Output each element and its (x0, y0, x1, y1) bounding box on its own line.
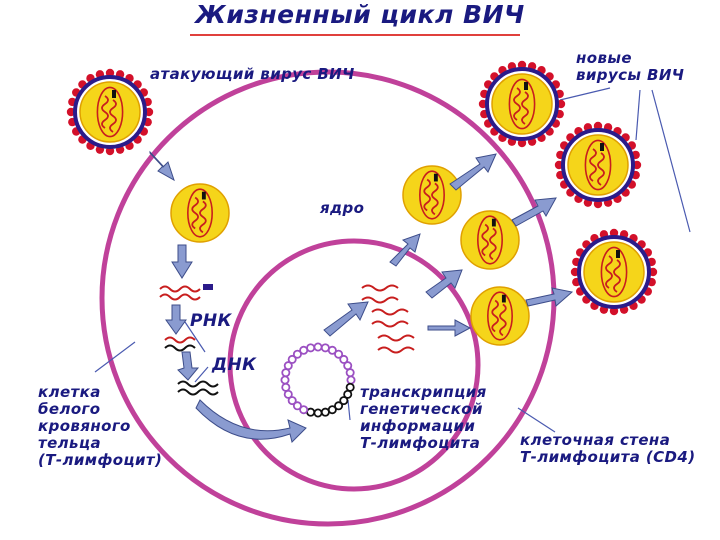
dna-ring-bead (292, 401, 302, 411)
dna-ring-bead (343, 389, 353, 399)
new-virus-1 (478, 60, 566, 148)
label-nucleus: ядро (320, 199, 365, 217)
dna-ring-bead (334, 401, 344, 411)
arrow-right-2 (427, 319, 472, 337)
rna-strands (159, 285, 201, 301)
dna-ring-bead (327, 345, 337, 355)
rna-dna-hybrid (164, 336, 196, 352)
label-rna: РНК (190, 311, 232, 331)
dna-ring-bead (313, 342, 323, 352)
dna-ring-bead (287, 396, 297, 406)
label-cell-wall: клеточная стена Т-лимфоцита (CD4) (520, 431, 696, 466)
page-title: Жизненный цикл ВИЧ (195, 0, 525, 29)
arrow-up-1 (389, 233, 421, 267)
nucleus-membrane (227, 238, 481, 492)
label-new-viruses: новые вирусы ВИЧ (576, 49, 685, 84)
dna-ring-bead (280, 375, 290, 385)
arrow-out-3 (525, 287, 574, 307)
reverse-transcriptase (203, 284, 213, 290)
label-pointer-lines (94, 87, 691, 433)
new-virus-3 (570, 228, 658, 316)
dna-double-strand (177, 380, 219, 396)
virus-entering (170, 183, 230, 243)
process-arrows (149, 150, 574, 443)
arrow-right-1 (425, 269, 463, 299)
label-transcription: транскрипция генетической информации Т-л… (360, 383, 487, 452)
dna-ring-bead (345, 368, 355, 378)
dna-ring-bead (339, 354, 349, 364)
dna-ring-bead (306, 343, 316, 353)
dna-ring-bead (334, 349, 344, 359)
virus-assembling-1 (402, 165, 462, 225)
virus-assembling-3 (470, 286, 530, 346)
arrow-reverse-transcription (165, 304, 187, 335)
arrow-integrate (195, 399, 307, 443)
dna-ring-bead (287, 354, 297, 364)
attacking-virus (66, 68, 154, 156)
dna-ring-bead (339, 396, 349, 406)
title-underline (190, 34, 520, 36)
new-virus-2 (554, 121, 642, 209)
dna-ring-bead (283, 361, 293, 371)
dna-ring-bead (281, 382, 291, 392)
virus-assembling-2 (460, 210, 520, 270)
transcribed-rna (361, 284, 415, 354)
arrow-out-2 (511, 197, 557, 227)
integrated-dna-ring (280, 342, 356, 418)
arrow-to-rna (323, 301, 369, 337)
dna-ring-bead (346, 375, 356, 385)
arrow-out-1 (449, 153, 497, 191)
arrow-uncoat (171, 244, 193, 279)
label-attacking-virus: атакующий вирус ВИЧ (150, 65, 355, 83)
dna-ring-bead (292, 349, 302, 359)
arrow-attach (149, 150, 175, 182)
label-dna: ДНК (212, 355, 257, 375)
dna-ring-bead (299, 405, 309, 415)
arrow-dna-form (177, 351, 200, 381)
dna-ring-bead (313, 408, 323, 418)
dna-ring-bead (320, 407, 330, 417)
label-white-blood-cell: клетка белого кровяного тельца (Т-лимфоц… (38, 383, 163, 469)
